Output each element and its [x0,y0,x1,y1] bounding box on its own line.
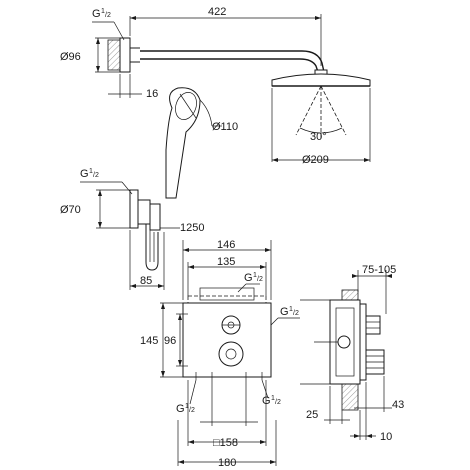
svg-text:/2: /2 [293,310,299,317]
dim-plate-inner: 135 [217,256,235,268]
svg-text:1: 1 [185,403,189,410]
dim-arm-length: 422 [208,6,226,18]
shower-arm [140,50,325,73]
svg-text:/2: /2 [93,172,99,179]
svg-text:/2: /2 [257,276,263,283]
svg-text:/2: /2 [189,407,195,414]
dim-overhead: Ø209 [302,154,329,166]
svg-text:1: 1 [289,306,293,313]
shower-arm-view [92,14,371,162]
svg-text:G: G [244,272,253,284]
thread-label-outlet: G 1 /2 [80,168,99,180]
outlet-elbow-view [80,181,180,290]
thermostat-front-view [160,240,300,466]
dim-box-depth: 75-105 [362,264,396,276]
dim-plate-width: 146 [217,239,235,251]
wall-section [107,39,121,71]
dim-plate-square: □158 [213,437,238,449]
svg-text:/2: /2 [105,12,111,19]
dim-depth-a: 25 [306,409,318,421]
thread-label-arm: G 1 /2 [92,8,111,20]
dim-outlet-projection: 85 [140,275,152,287]
svg-text:G: G [280,306,289,318]
dim-depth-b: 43 [392,399,404,411]
thread-labels: G 1 /2 G 1 /2 G 1 /2 G 1 /2 G 1 /2 G 1 /… [80,8,299,415]
svg-text:1: 1 [101,8,105,15]
shower-holder [149,203,161,231]
overhead-shower [271,73,371,87]
svg-text:1: 1 [253,272,257,279]
dim-plate-total: 180 [218,457,236,469]
cover-plate [182,302,272,378]
dim-depth-c: 10 [380,431,392,443]
dim-spray-angle: 30° [310,131,327,143]
arm-flange [119,37,131,73]
dim-outlet: Ø70 [60,204,81,216]
thread-label-right: G 1 /2 [280,306,299,318]
dim-arm-flange: Ø96 [60,51,81,63]
dim-wall-offset: 16 [146,88,158,100]
dim-hose: 1250 [180,222,204,234]
water-inlet [337,335,351,349]
svg-text:G: G [262,395,271,407]
dim-plate-inner-height: 96 [164,335,176,347]
svg-text:G: G [80,168,89,180]
thread-label-top: G 1 /2 [244,272,263,284]
dimension-labels: 422 Ø96 16 Ø110 30° Ø209 Ø70 1250 85 146… [60,6,404,469]
svg-text:/2: /2 [275,399,281,406]
shower-hose [145,224,159,271]
thermostat-side-view [300,270,392,440]
spray-line-left [295,85,322,136]
hand-shower-view [165,87,222,199]
dim-head-shower: Ø110 [212,121,238,133]
svg-text:1: 1 [271,395,275,402]
svg-text:1: 1 [89,168,93,175]
thread-label-bottom-left: G 1 /2 [176,403,195,415]
svg-text:G: G [92,8,101,20]
svg-text:G: G [176,403,185,415]
spray-line-right [320,85,347,136]
thermostat-knob [218,341,244,367]
thread-label-bottom-right: G 1 /2 [262,395,281,407]
diverter-knob-side [365,315,381,335]
dim-plate-height: 145 [140,335,158,347]
outlet-flange [129,189,139,229]
hand-shower [165,87,201,199]
